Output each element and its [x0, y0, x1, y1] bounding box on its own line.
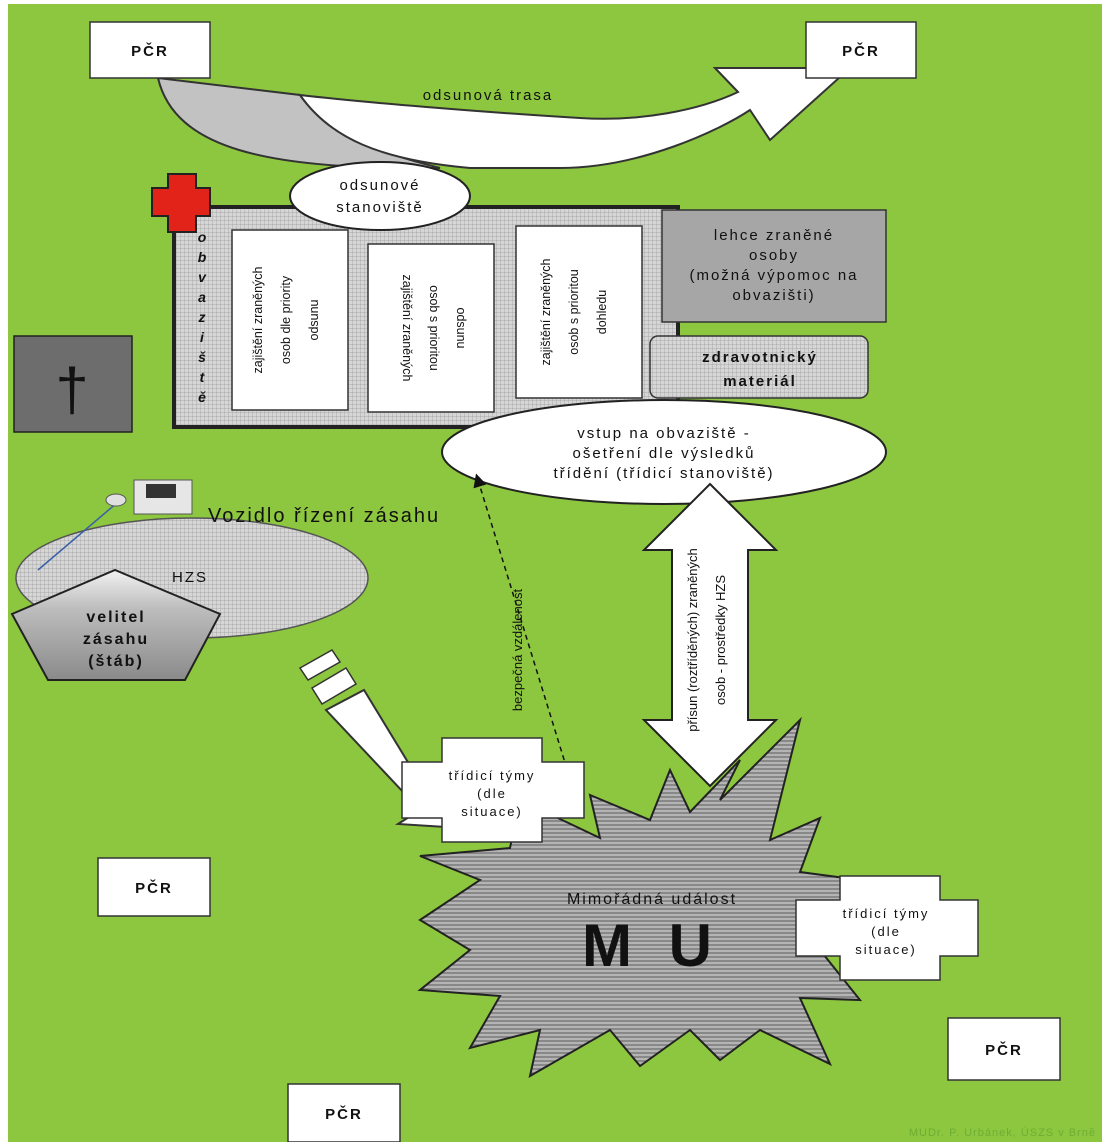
- vertical-letter: t: [200, 369, 206, 385]
- credit-text: MUDr. P. Urbánek, ÚSZS v Brně: [909, 1126, 1096, 1139]
- triage-station-text: ošetření dle výsledků: [573, 445, 756, 462]
- priority-box-text: dohledu: [595, 290, 609, 335]
- evacuation-station: [289, 161, 471, 231]
- medical-material-box: [649, 335, 869, 399]
- evacuation-route-label: odsunová trasa: [423, 87, 554, 104]
- cross-icon: †: [55, 356, 88, 423]
- computer-icon: [105, 479, 193, 515]
- police-box-top-right: [805, 21, 917, 79]
- priority-box-text: odsunu: [307, 299, 321, 340]
- medical-material-text: materiál: [723, 373, 797, 390]
- priority-box-evacuation: [231, 229, 349, 411]
- priority-box-text: osob dle priority: [279, 275, 293, 364]
- vertical-letter: z: [198, 309, 206, 325]
- vehicle-label: Vozidlo řízení zásahu: [208, 505, 440, 527]
- vertical-letter: o: [198, 229, 207, 245]
- priority-box-text: zajištění zraněných: [400, 274, 414, 381]
- priority-box-text: zajištění zraněných: [539, 258, 553, 365]
- evacuation-station-text: stanoviště: [336, 199, 424, 216]
- priority-box-evacuation-priority: [367, 243, 495, 413]
- incident-title: Mimořádná událost: [567, 891, 737, 908]
- supply-double-arrow: [641, 482, 779, 788]
- triage-team-text: (dle: [871, 924, 901, 939]
- triage-team-text: třídicí týmy: [449, 768, 536, 783]
- vertical-letter: v: [198, 269, 207, 285]
- vertical-letter: b: [198, 249, 207, 265]
- priority-box-text: zajištění zraněných: [251, 266, 265, 373]
- vertical-letter: i: [200, 329, 205, 345]
- dressing-station-vertical-label: o b v a z i š t ě: [198, 229, 208, 405]
- supply-arrow-text: přísun (roztříděných) zraněných: [685, 548, 700, 732]
- priority-box-text: osob s prioritou: [567, 269, 581, 355]
- evacuation-station-text: odsunové: [339, 177, 420, 194]
- commander-pentagon: [10, 568, 222, 681]
- lightly-injured-text: osoby: [749, 247, 799, 264]
- lightly-injured-text: (možná výpomoc na: [689, 267, 858, 284]
- police-label: PČR: [325, 1105, 363, 1123]
- triage-station-text: vstup na obvaziště -: [577, 425, 750, 442]
- commander-text: velitel: [86, 609, 145, 626]
- safe-distance-arrow: [473, 473, 583, 812]
- vertical-letter: ě: [198, 389, 206, 405]
- triage-team-text: situace): [855, 942, 917, 957]
- priority-box-text: osob s prioritou: [427, 285, 441, 371]
- antenna-cable: [37, 501, 119, 571]
- priority-box-text: odsunu: [454, 307, 468, 348]
- hzs-label: HZS: [172, 569, 208, 586]
- medical-material-text: zdravotnický: [702, 349, 818, 366]
- triage-team-box-left: [401, 737, 585, 843]
- police-box-bottom-right: [947, 1017, 1061, 1081]
- police-label: PČR: [131, 42, 169, 60]
- safe-distance-label: bezpečná vzdálenost: [510, 589, 525, 712]
- triage-station-text: třídění (třídicí stanoviště): [553, 465, 774, 482]
- police-box-top-left: [89, 21, 211, 79]
- commander-text: zásahu: [83, 631, 149, 648]
- red-cross-icon: [151, 173, 211, 233]
- evacuation-arrow-right: [297, 67, 853, 169]
- commander-text: (štáb): [88, 653, 144, 670]
- priority-box-supervision: [515, 225, 643, 399]
- triage-team-box-right: [795, 875, 979, 981]
- police-label: PČR: [135, 879, 173, 897]
- vertical-letter: a: [198, 289, 206, 305]
- triage-team-text: situace): [461, 804, 523, 819]
- police-box-bottom: [287, 1083, 401, 1142]
- police-label: PČR: [985, 1041, 1023, 1059]
- lightly-injured-text: obvazišti): [732, 287, 815, 304]
- triage-team-text: (dle: [477, 786, 507, 801]
- supply-arrow-text: osob - prostředky HZS: [713, 575, 728, 705]
- lightly-injured-text: lehce zraněné: [714, 227, 834, 244]
- police-box-left: [97, 857, 211, 917]
- triage-team-text: třídicí týmy: [843, 906, 930, 921]
- vertical-letter: š: [198, 349, 206, 365]
- police-label: PČR: [842, 42, 880, 60]
- morgue-box: [13, 335, 133, 433]
- incident-abbr: M U: [582, 912, 722, 979]
- lightly-injured-box: [661, 209, 887, 323]
